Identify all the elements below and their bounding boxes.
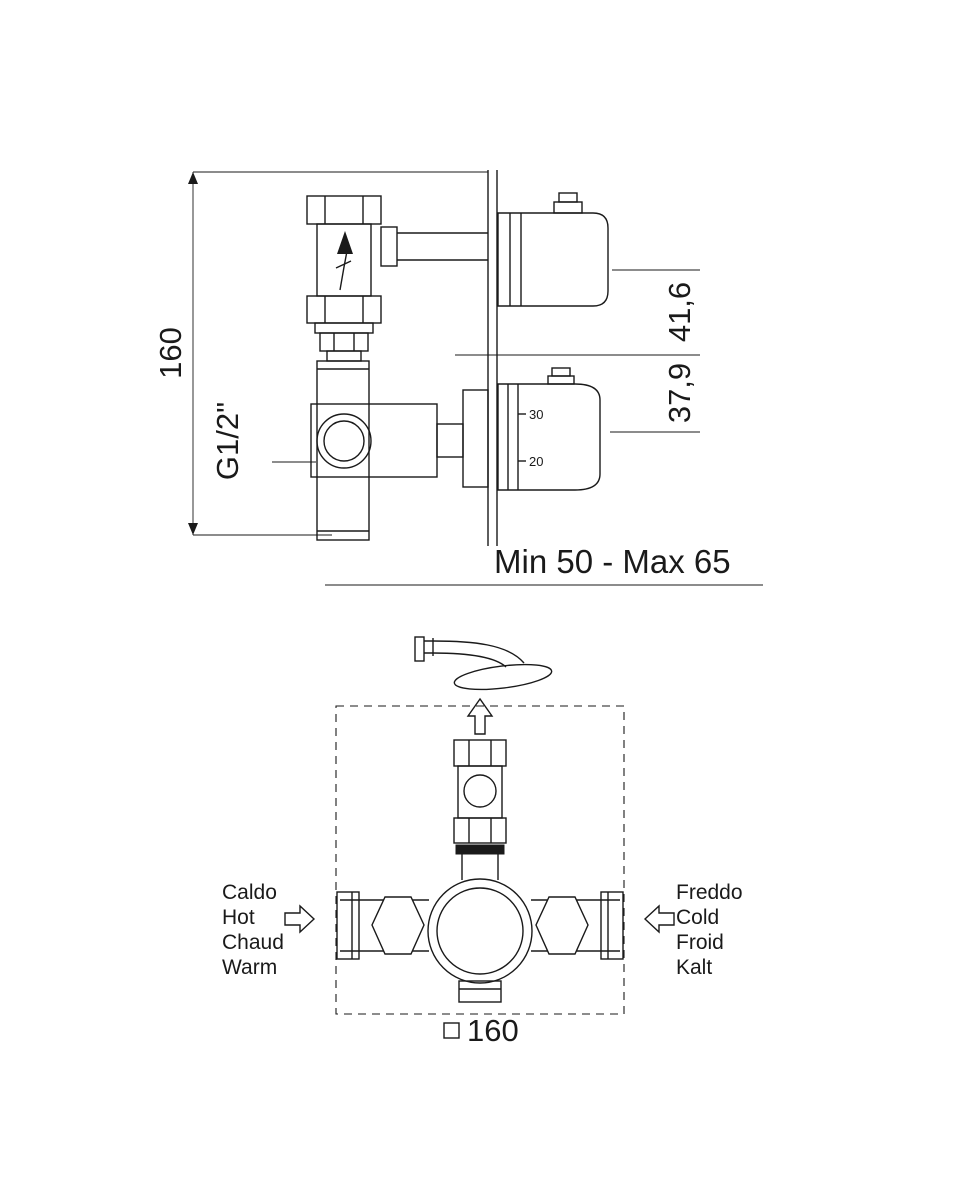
thermostat-handle: 30 20 bbox=[497, 367, 601, 491]
left-hex-nut bbox=[371, 896, 425, 955]
installation-depth-label: Min 50 - Max 65 bbox=[494, 543, 731, 580]
cold-label-en: Cold bbox=[676, 906, 719, 929]
valve-body-side bbox=[310, 360, 489, 541]
outlet-up-arrow-icon bbox=[466, 697, 494, 735]
cold-label-de: Kalt bbox=[676, 956, 712, 979]
upper-handle bbox=[380, 192, 609, 307]
supply-arms bbox=[336, 891, 624, 960]
dimension-lines bbox=[188, 171, 763, 586]
cold-labels: Freddo Cold Froid Kalt bbox=[676, 881, 743, 979]
square-symbol-icon bbox=[443, 1022, 460, 1039]
hot-inlet-arrow-icon bbox=[284, 904, 316, 934]
cold-label-fr: Froid bbox=[676, 931, 724, 954]
valve-body-front bbox=[427, 878, 533, 1003]
square-dimension-label: 160 bbox=[467, 1013, 519, 1048]
outlet-assembly bbox=[453, 739, 507, 880]
scale-mark-20: 20 bbox=[529, 454, 543, 469]
rough-in-boundary bbox=[335, 705, 625, 1015]
dim-arrow-down-icon bbox=[188, 523, 198, 535]
right-hex-nut bbox=[535, 896, 589, 955]
height-dimension-label: 160 bbox=[153, 327, 188, 379]
wall-plate bbox=[487, 170, 498, 546]
hot-label-de: Warm bbox=[222, 956, 277, 979]
shower-head-sketch bbox=[414, 636, 553, 691]
cold-inlet-arrow-icon bbox=[643, 904, 675, 934]
thread-size-label: G1/2" bbox=[210, 402, 245, 480]
scale-mark-30: 30 bbox=[529, 407, 543, 422]
hot-label-it: Caldo bbox=[222, 881, 277, 904]
dim-arrow-up-icon bbox=[188, 172, 198, 184]
side-view: 30 20 160 G1/2" 41,6 37,9 Min 50 - Max 6… bbox=[153, 170, 763, 586]
upper-depth-dimension-label: 41,6 bbox=[662, 282, 697, 342]
lower-depth-dimension-label: 37,9 bbox=[662, 363, 697, 423]
square-dimension: 160 bbox=[443, 1013, 519, 1048]
cold-label-it: Freddo bbox=[676, 881, 743, 904]
top-outlet-fitting bbox=[306, 195, 382, 362]
hot-label-en: Hot bbox=[222, 906, 255, 929]
front-view: Caldo Hot Chaud Warm Freddo Cold Froid K… bbox=[222, 636, 743, 1048]
flow-direction-arrow-icon bbox=[335, 231, 353, 291]
hot-label-fr: Chaud bbox=[222, 931, 284, 954]
hot-labels: Caldo Hot Chaud Warm bbox=[222, 881, 284, 979]
